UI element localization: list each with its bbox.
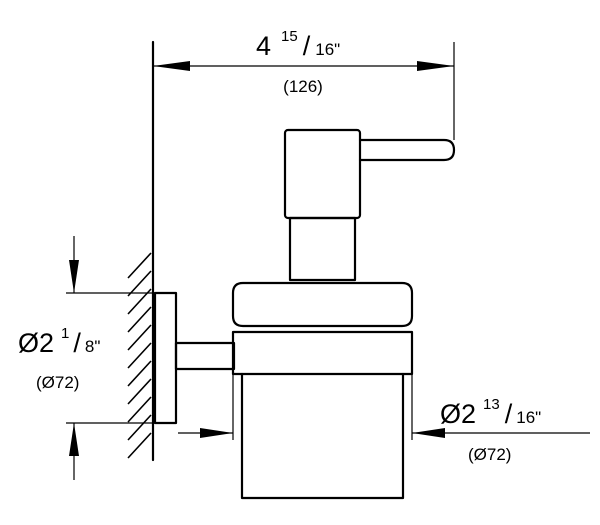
rosette-arrow-bottom xyxy=(69,423,79,456)
wall xyxy=(127,40,155,462)
glass-slash: / xyxy=(505,399,513,429)
pump-lever xyxy=(358,138,456,162)
glass-denominator: 16" xyxy=(516,408,541,427)
glass-diameter-dimension: Ø2 13 / 16" (Ø72) xyxy=(178,396,590,464)
rosette-whole: Ø2 xyxy=(18,328,54,358)
rosette-denominator: 8" xyxy=(85,337,101,356)
pump-head xyxy=(283,128,362,220)
glass-numerator: 13 xyxy=(483,396,500,413)
rosette-arrow-top xyxy=(69,260,79,293)
width-arrow-right xyxy=(417,61,454,71)
glass-container xyxy=(240,372,405,500)
wall-mount xyxy=(153,291,236,425)
overall-width-dimension: 4 15 / 16" (126) xyxy=(153,28,455,140)
width-numerator: 15 xyxy=(281,28,298,45)
glass-whole: Ø2 xyxy=(440,399,476,429)
glass-arrow-right xyxy=(412,428,445,438)
pump-neck xyxy=(288,216,357,282)
wall-hatching xyxy=(127,252,152,459)
rosette-numerator: 1 xyxy=(61,325,69,342)
rosette-imperial-label: Ø2 1 / 8" xyxy=(18,325,100,358)
dispenser-lid xyxy=(231,281,414,328)
soap-dispenser xyxy=(231,128,456,500)
width-slash: / xyxy=(303,31,311,61)
rosette xyxy=(153,291,178,425)
rosette-metric-label: (Ø72) xyxy=(36,373,79,392)
width-imperial-label: 4 15 / 16" xyxy=(256,28,340,61)
holder-ring xyxy=(231,330,414,376)
support-arm xyxy=(174,341,236,371)
glass-arrow-left xyxy=(200,428,233,438)
width-denominator: 16" xyxy=(315,40,340,59)
rosette-diameter-dimension: Ø2 1 / 8" (Ø72) xyxy=(18,236,176,480)
width-metric-label: (126) xyxy=(283,77,323,96)
width-arrow-left xyxy=(153,61,190,71)
width-whole: 4 xyxy=(256,31,271,61)
glass-metric-label: (Ø72) xyxy=(468,445,511,464)
rosette-slash: / xyxy=(73,328,81,358)
glass-imperial-label: Ø2 13 / 16" xyxy=(440,396,541,429)
